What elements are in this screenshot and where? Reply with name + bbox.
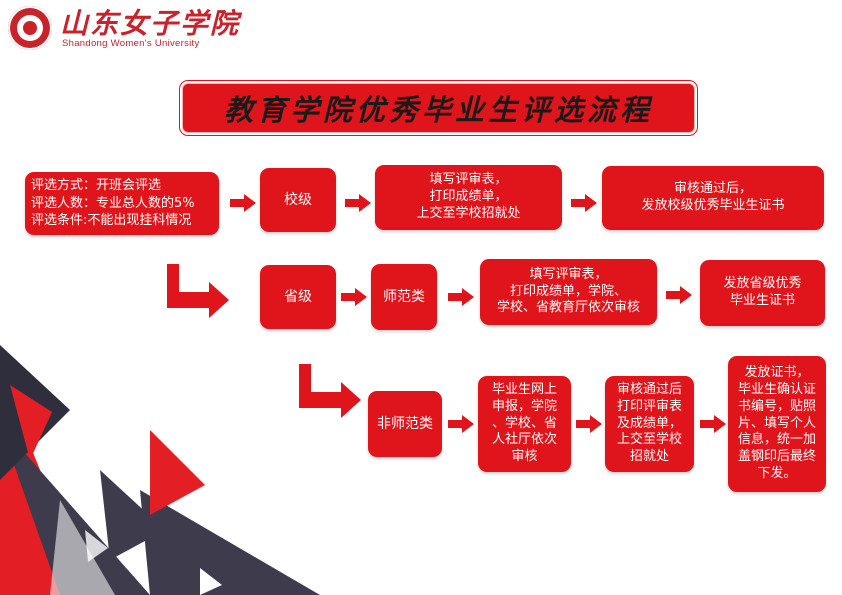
normal-step1-line2: 打印成绩单，学院、 xyxy=(509,283,627,299)
arrow-right-icon xyxy=(341,288,367,306)
elbow-arrow-icon xyxy=(167,264,229,318)
arrow-right-icon xyxy=(571,194,597,212)
criteria-count: 评选人数：专业总人数的5% xyxy=(31,195,195,211)
non-normal-step3-line7: 下发。 xyxy=(757,466,797,482)
logo-english-name: Shandong Women's University xyxy=(62,38,200,49)
normal-step-fill-form: 填写评审表， 打印成绩单，学院、 学校、省教育厅依次审核 xyxy=(480,259,657,325)
arrow-right-icon xyxy=(700,415,726,433)
normal-step1-line3: 学校、省教育厅依次审核 xyxy=(496,300,640,316)
page-title-text: 教育学院优秀毕业生评选流程 xyxy=(223,93,653,127)
school-step1-line2: 打印成绩单， xyxy=(429,189,508,205)
normal-category-box: 师范类 xyxy=(371,264,437,330)
school-level-box: 校级 xyxy=(260,168,336,232)
non-normal-step2-line2: 打印评审表 xyxy=(616,398,682,414)
normal-step2-line1: 发放省级优秀 xyxy=(723,276,802,292)
normal-step1-line1: 填写评审表， xyxy=(529,266,608,282)
school-step-fill-form: 填写评审表， 打印成绩单， 上交至学校招就处 xyxy=(375,165,562,230)
arrow-right-icon xyxy=(448,415,474,433)
normal-step-issue-certificate: 发放省级优秀 毕业生证书 xyxy=(700,260,825,326)
non-normal-step2-line4: 上交至学校 xyxy=(616,432,682,448)
school-step1-line3: 上交至学校招就处 xyxy=(416,205,521,221)
non-normal-step3-line5: 信息，统一加 xyxy=(737,432,816,448)
non-normal-category-label: 非师范类 xyxy=(377,415,433,432)
page-title: 教育学院优秀毕业生评选流程 xyxy=(182,83,695,133)
non-normal-step1-line2: 申报，学院 xyxy=(491,398,557,414)
non-normal-step1-line4: 人社厅依次 xyxy=(491,432,557,448)
non-normal-step-print-submit: 审核通过后 打印评审表 及成绩单， 上交至学校 招就处 xyxy=(605,376,694,472)
non-normal-step-online-apply: 毕业生网上 申报，学院 、学校、省 人社厅依次 审核 xyxy=(478,376,571,472)
non-normal-category-box: 非师范类 xyxy=(368,391,442,457)
decorative-background-shapes xyxy=(0,345,320,595)
non-normal-step3-line2: 毕业生确认证 xyxy=(737,381,816,397)
arrow-right-icon xyxy=(230,194,256,212)
non-normal-step3-line6: 盖钢印后最终 xyxy=(737,449,816,465)
school-step2-line1: 审核通过后， xyxy=(673,181,752,197)
school-step1-line1: 填写评审表， xyxy=(429,172,508,188)
normal-step2-line2: 毕业生证书 xyxy=(729,293,795,308)
logo-chinese-name: 山东女子学院 xyxy=(60,7,241,40)
arrow-right-icon xyxy=(345,194,371,212)
non-normal-step2-line1: 审核通过后 xyxy=(616,381,682,397)
normal-category-label: 师范类 xyxy=(383,288,425,305)
non-normal-step2-line5: 招就处 xyxy=(629,449,669,465)
school-step2-line2: 发放校级优秀毕业生证书 xyxy=(641,198,785,213)
non-normal-step1-line5: 审核 xyxy=(511,449,538,465)
school-level-label: 校级 xyxy=(284,191,312,208)
criteria-method: 评选方式：开班会评选 xyxy=(31,178,162,194)
university-seal-icon xyxy=(8,6,52,50)
non-normal-step2-line3: 及成绩单， xyxy=(616,415,682,431)
elbow-arrow-icon xyxy=(299,364,361,418)
criteria-box: 评选方式：开班会评选 评选人数：专业总人数的5% 评选条件:不能出现挂科情况 xyxy=(25,172,219,235)
non-normal-step1-line1: 毕业生网上 xyxy=(491,381,557,397)
non-normal-step3-line1: 发放证书， xyxy=(744,364,810,380)
non-normal-step1-line3: 、学校、省 xyxy=(491,415,557,431)
province-level-box: 省级 xyxy=(260,265,336,329)
non-normal-step3-line4: 片、填写个人 xyxy=(737,415,816,431)
school-step-issue-certificate: 审核通过后， 发放校级优秀毕业生证书 xyxy=(602,166,824,230)
arrow-right-icon xyxy=(576,415,602,433)
province-level-label: 省级 xyxy=(284,288,312,305)
non-normal-step-issue-certificate: 发放证书， 毕业生确认证 书编号，贴照 片、填写个人 信息，统一加 盖钢印后最终… xyxy=(728,356,826,492)
arrow-right-icon xyxy=(448,288,474,306)
non-normal-step3-line3: 书编号，贴照 xyxy=(737,398,816,414)
criteria-condition: 评选条件:不能出现挂科情况 xyxy=(31,213,192,229)
arrow-right-icon xyxy=(666,286,692,304)
